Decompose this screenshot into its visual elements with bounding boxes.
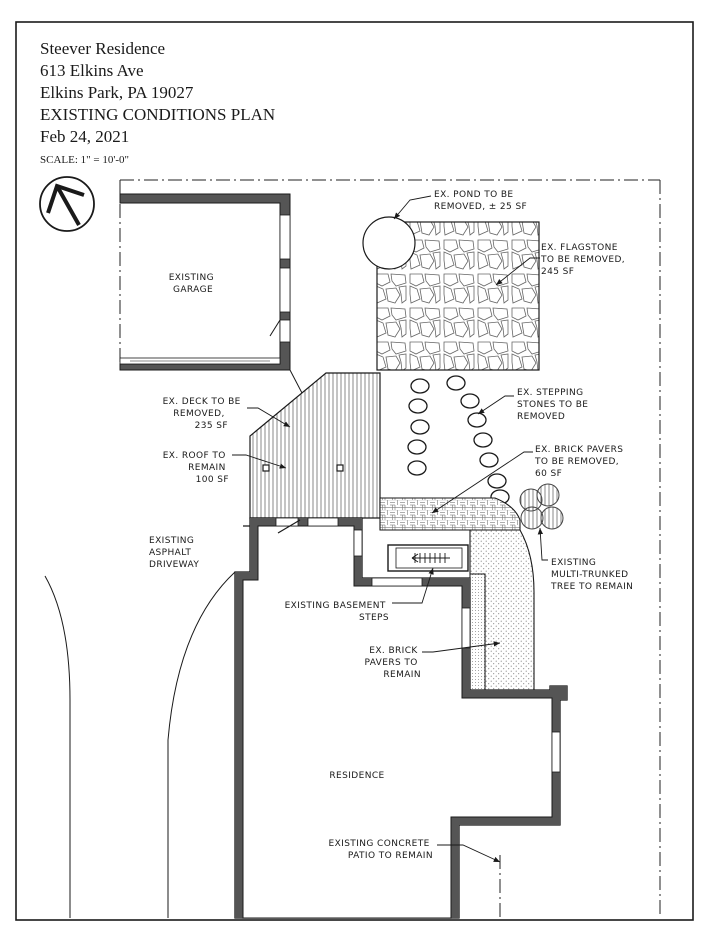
leader-patio bbox=[437, 844, 501, 863]
sheet-date: Feb 24, 2021 bbox=[40, 127, 130, 146]
garage bbox=[119, 193, 291, 371]
residence-window bbox=[551, 731, 561, 773]
label-driveway: EXISTING ASPHALT DRIVEWAY bbox=[149, 536, 199, 570]
door-swing bbox=[277, 519, 301, 534]
basement-steps bbox=[387, 544, 469, 572]
label-pavers-remove: EX. BRICK PAVERS TO BE REMOVED, 60 SF bbox=[534, 445, 627, 479]
label-patio: EXISTING CONCRETE PATIO TO REMAIN bbox=[328, 839, 433, 861]
stepping-stones bbox=[407, 375, 510, 505]
residence-door bbox=[275, 517, 299, 527]
leader-roof bbox=[232, 454, 287, 469]
residence-window bbox=[371, 577, 423, 587]
driveway-edge bbox=[167, 571, 236, 918]
label-roof: EX. ROOF TO REMAIN 100 SF bbox=[163, 451, 229, 485]
label-stepping: EX. STEPPING STONES TO BE REMOVED bbox=[517, 388, 592, 422]
residence-window bbox=[353, 529, 363, 557]
leader-pavers-remove bbox=[431, 451, 533, 514]
leader-flagstone bbox=[495, 257, 540, 286]
sheet-scale: SCALE: 1" = 10'-0" bbox=[40, 154, 129, 166]
residence-window bbox=[461, 607, 471, 649]
label-pond: EX. POND TO BE REMOVED, ± 25 SF bbox=[434, 190, 527, 212]
deck-garage-line bbox=[289, 369, 303, 394]
label-garage: EXISTING GARAGE bbox=[169, 273, 218, 295]
paver-border bbox=[469, 573, 486, 691]
sheet-title: EXISTING CONDITIONS PLAN bbox=[40, 105, 276, 124]
leader-deck bbox=[247, 407, 291, 428]
label-pavers-remain: EX. BRICK PAVERS TO REMAIN bbox=[364, 646, 421, 680]
title-block: Steever Residence 613 Elkins Ave Elkins … bbox=[40, 38, 275, 166]
residence-wall-fill bbox=[235, 518, 567, 918]
leader-tree bbox=[537, 527, 548, 561]
sheet-border bbox=[15, 21, 694, 921]
leader-stepping bbox=[477, 395, 514, 415]
deck bbox=[249, 372, 381, 519]
brick-pavers-to-remove bbox=[379, 497, 521, 531]
project-name: Steever Residence bbox=[40, 39, 166, 58]
roof-post bbox=[336, 464, 344, 472]
tree-icon bbox=[519, 483, 564, 530]
leader-pond bbox=[393, 195, 432, 220]
residence-window bbox=[307, 517, 339, 527]
label-deck: EX. DECK TO BE REMOVED, 235 SF bbox=[163, 397, 244, 431]
leader-basement bbox=[392, 567, 434, 604]
leader-pavers-remain bbox=[422, 641, 501, 653]
label-basement: EXISTING BASEMENT STEPS bbox=[285, 601, 389, 623]
roof-post bbox=[262, 464, 270, 472]
label-tree: EXISTING MULTI-TRUNKED TREE TO REMAIN bbox=[550, 558, 633, 592]
street-address: 613 Elkins Ave bbox=[40, 61, 144, 80]
city-address: Elkins Park, PA 19027 bbox=[40, 83, 194, 102]
driveway-edge bbox=[44, 575, 71, 918]
pond bbox=[362, 216, 416, 270]
label-flagstone: EX. FLAGSTONE TO BE REMOVED, 245 SF bbox=[540, 243, 628, 277]
label-residence: RESIDENCE bbox=[329, 771, 384, 781]
north-arrow-icon bbox=[39, 176, 95, 232]
